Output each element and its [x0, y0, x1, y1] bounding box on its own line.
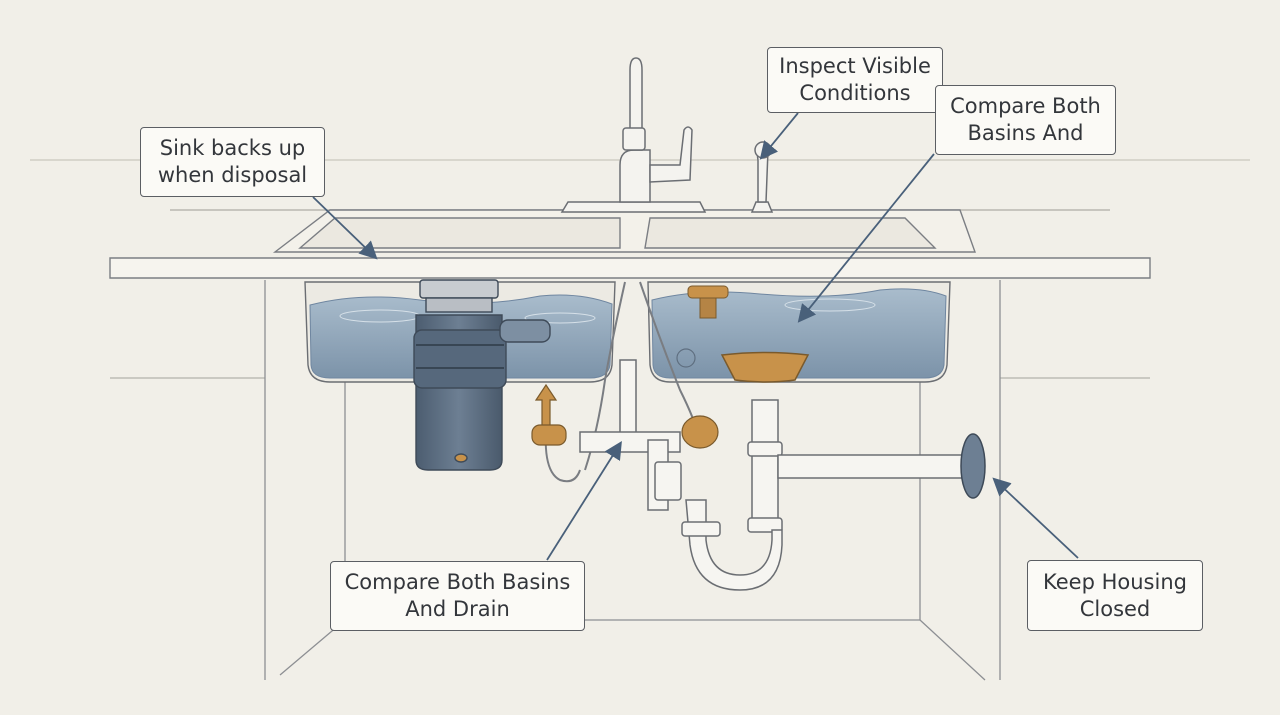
callout-text-line1: Inspect Visible: [779, 54, 931, 78]
callout-compare-top: Compare Both Basins And: [935, 85, 1116, 155]
callout-inspect-visible: Inspect Visible Conditions: [767, 47, 943, 113]
sink-rims: [298, 217, 937, 249]
callout-text-line1: Compare Both Basins: [344, 570, 571, 594]
callout-compare-bottom: Compare Both Basins And Drain: [330, 561, 585, 631]
callout-text-line2: Closed: [1079, 596, 1151, 621]
callout-sink-backs-up: Sink backs up when disposal: [140, 127, 325, 197]
shutoff-valve: [531, 383, 719, 449]
callout-text-line1: Sink backs up: [159, 136, 306, 160]
garbage-disposal: [413, 279, 551, 471]
callout-text-line2: Conditions: [799, 81, 911, 105]
callout-text-line2: And Drain: [405, 597, 510, 621]
callout-text-line1: Keep Housing: [1043, 569, 1187, 594]
countertop: [109, 209, 1151, 279]
callout-keep-housing: Keep Housing Closed: [1027, 560, 1203, 631]
faucet: [560, 57, 774, 213]
leader-arrows: [312, 112, 1079, 561]
callout-text-line2: when disposal: [157, 163, 308, 187]
callout-text-line1: Compare Both: [950, 94, 1101, 118]
callout-text-line2: Basins And: [967, 121, 1084, 145]
drain-pipes: [579, 351, 986, 591]
